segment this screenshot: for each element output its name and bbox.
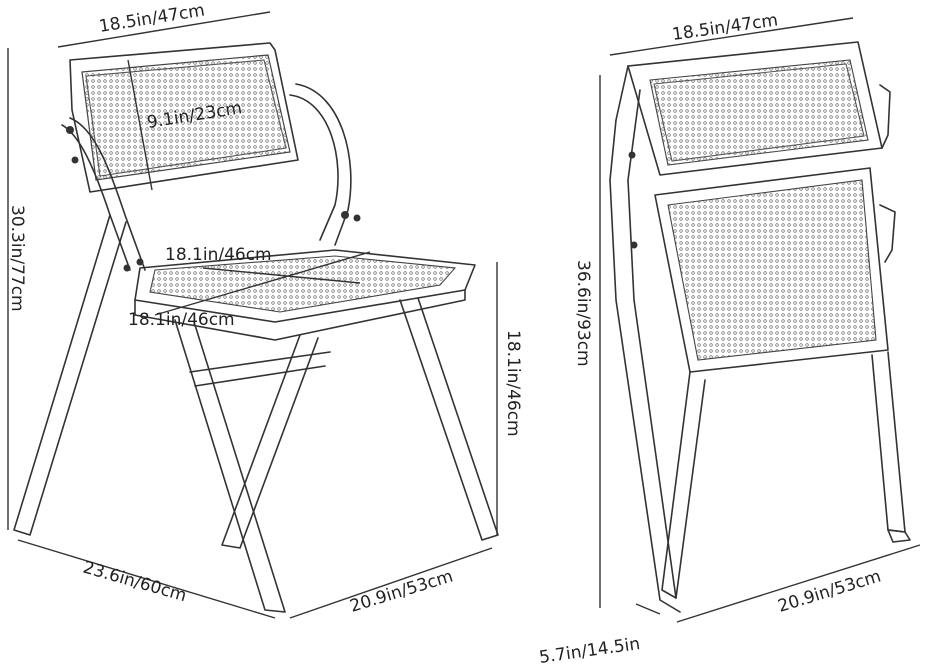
floor-width-label: 20.9in/53cm bbox=[348, 566, 456, 616]
backrest-frame bbox=[69, 42, 299, 193]
front-leg bbox=[174, 319, 286, 613]
folded-dimension-lines bbox=[599, 17, 921, 623]
unfolded-dimension-lines bbox=[7, 11, 498, 619]
folded-width-label: 18.5in/47cm bbox=[671, 10, 779, 45]
folded-height-label: 36.6in/93cm bbox=[573, 260, 593, 367]
seat-depth-label: 18.1in/46cm bbox=[128, 310, 235, 330]
folded-chair-drawing bbox=[609, 41, 911, 613]
folded-front-leg bbox=[661, 371, 706, 599]
seat-width-label: 18.1in/46cm bbox=[165, 245, 272, 265]
total-height-label: 30.3in/77cm bbox=[7, 205, 27, 312]
folded-backrest-cane bbox=[649, 59, 869, 166]
folded-seat-cane bbox=[667, 179, 877, 361]
folded-back-leg bbox=[871, 351, 906, 533]
folded-seat-frame bbox=[654, 167, 889, 373]
backrest-cane-panel bbox=[81, 54, 291, 181]
left-back-leg bbox=[13, 214, 127, 536]
folded-thickness-label: 5.7in/14.5in bbox=[538, 634, 641, 668]
cross-leg bbox=[221, 334, 319, 549]
unfolded-chair-drawing bbox=[13, 42, 499, 613]
floor-depth-label: 23.6in/60cm bbox=[81, 558, 189, 607]
folded-left-rail bbox=[609, 65, 681, 613]
seat-height-label: 18.1in/46cm bbox=[503, 330, 523, 437]
right-side-rail bbox=[289, 94, 339, 241]
right-leg bbox=[399, 297, 499, 541]
